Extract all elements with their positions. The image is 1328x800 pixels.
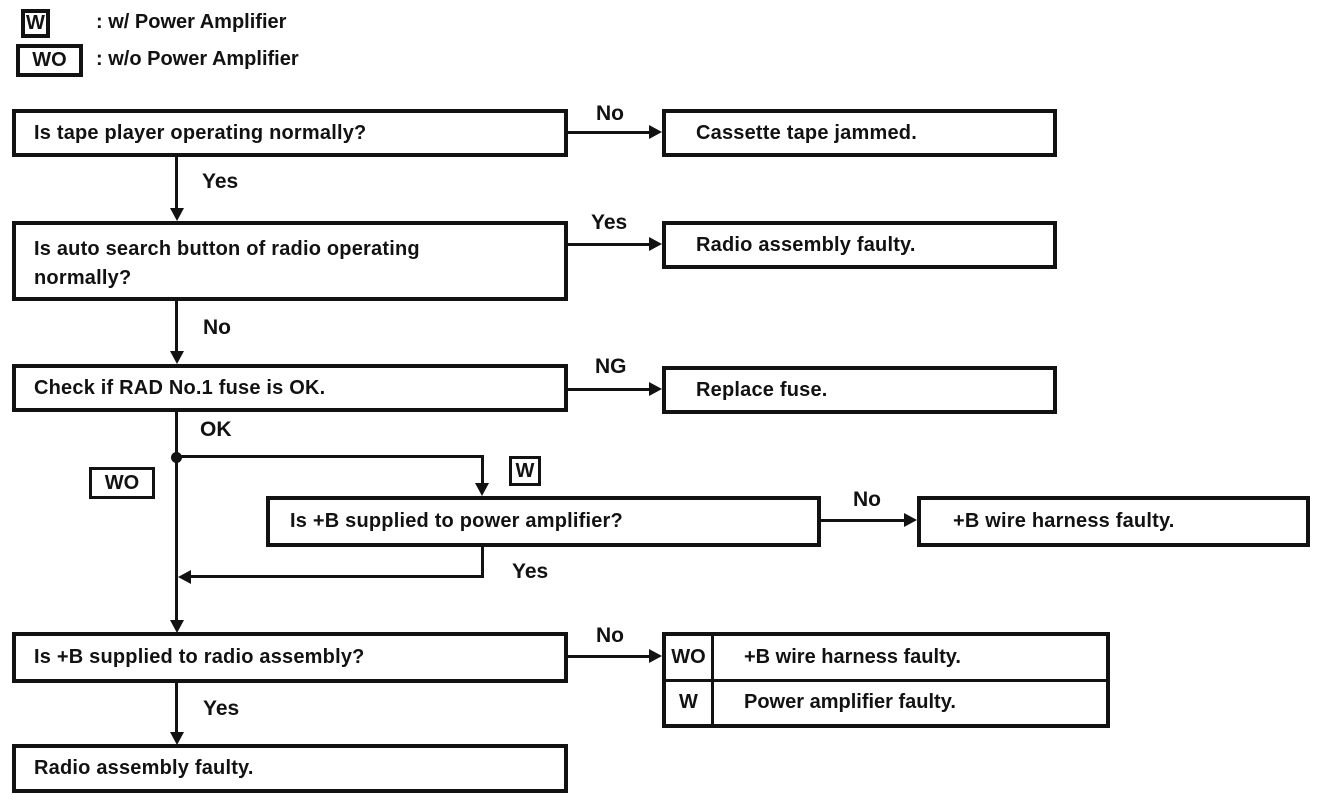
connector-ok-trunk [175, 412, 178, 628]
connector-poweramp-yes-vertical [481, 547, 484, 578]
node-result-b-wire-harness: +B wire harness faulty. [917, 496, 1310, 547]
arrowhead-down-icon [170, 351, 184, 364]
connector-fuse-to-replace [568, 388, 652, 391]
branch-tag-w: W [509, 456, 541, 486]
connector-bradio-to-table [568, 655, 652, 658]
connector-w-branch-horizontal [176, 455, 484, 458]
arrowhead-right-icon [904, 513, 917, 527]
connector-poweramp-yes-horizontal [188, 575, 484, 578]
branch-tag-wo: WO [89, 467, 155, 499]
table-cell-value-harness: +B wire harness faulty. [744, 645, 961, 668]
connector-poweramp-to-harness [821, 519, 907, 522]
node-result-final-radio-faulty: Radio assembly faulty. [12, 744, 568, 793]
connector-tape-to-cassette [568, 131, 652, 134]
arrowhead-right-icon [649, 237, 662, 251]
table-cell-value-poweramp: Power amplifier faulty. [744, 691, 956, 714]
connector-tape-down [175, 157, 178, 211]
connector-autosearch-to-radiofaulty [568, 243, 652, 246]
edge-label-no-tape: No [596, 102, 624, 125]
edge-label-no-auto-search: No [203, 316, 231, 339]
edge-label-yes-b-radio: Yes [203, 697, 240, 720]
connector-bradio-down [175, 683, 178, 736]
edge-label-no-power-amp: No [853, 488, 881, 511]
arrowhead-down-icon [170, 732, 184, 745]
table-cell-key-wo: WO [666, 636, 714, 679]
arrowhead-down-icon [475, 483, 489, 496]
arrowhead-down-icon [170, 208, 184, 221]
node-result-replace-fuse: Replace fuse. [662, 366, 1057, 414]
arrowhead-down-icon [170, 620, 184, 633]
result-table: WO +B wire harness faulty. W Power ampli… [662, 632, 1110, 728]
connector-autosearch-down [175, 301, 178, 353]
node-question-tape-player: Is tape player operating normally? [12, 109, 568, 157]
arrowhead-right-icon [649, 649, 662, 663]
edge-label-yes-power-amp: Yes [512, 560, 549, 583]
edge-label-yes-auto-search: Yes [591, 211, 628, 234]
node-result-cassette-jammed: Cassette tape jammed. [662, 109, 1057, 157]
node-question-b-power-amp: Is +B supplied to power amplifier? [266, 496, 821, 547]
arrowhead-left-icon [178, 570, 191, 584]
node-question-fuse-check: Check if RAD No.1 fuse is OK. [12, 364, 568, 412]
edge-label-yes-tape: Yes [202, 170, 239, 193]
node-question-auto-search: Is auto search button of radio operating… [12, 221, 568, 301]
edge-label-no-b-radio: No [596, 624, 624, 647]
table-row: W Power amplifier faulty. [666, 681, 1106, 724]
legend-wo-label: : w/o Power Amplifier [96, 48, 299, 70]
arrowhead-right-icon [649, 125, 662, 139]
edge-label-ng-fuse: NG [595, 355, 627, 378]
node-question-b-radio-assembly: Is +B supplied to radio assembly? [12, 632, 568, 683]
connector-w-branch-vertical [481, 455, 484, 485]
table-cell-key-w: W [666, 681, 714, 724]
table-row: WO +B wire harness faulty. [666, 636, 1106, 682]
legend-w-label: : w/ Power Amplifier [96, 11, 287, 33]
legend-w-symbol-box: W [21, 9, 50, 38]
node-result-radio-assembly-faulty: Radio assembly faulty. [662, 221, 1057, 269]
edge-label-ok-fuse: OK [200, 418, 232, 441]
legend-wo-symbol-box: WO [16, 44, 83, 77]
arrowhead-right-icon [649, 382, 662, 396]
